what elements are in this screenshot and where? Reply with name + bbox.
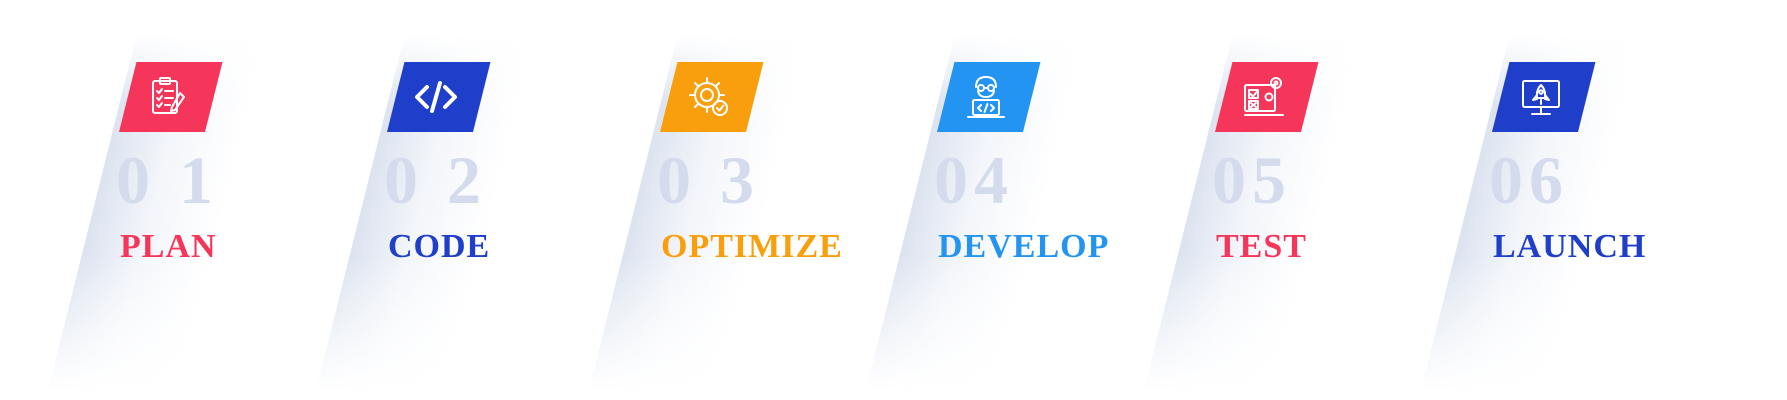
step-title: TEST <box>1216 228 1307 265</box>
rocket-monitor-icon <box>1517 73 1565 121</box>
step-number: 0 3 <box>657 142 760 218</box>
gear-optimize-icon <box>685 73 733 121</box>
step-number: 06 <box>1489 142 1569 218</box>
step-code: 0 2 CODE <box>268 0 535 400</box>
step-title: OPTIMIZE <box>661 228 843 265</box>
step-number: 05 <box>1212 142 1292 218</box>
code-brackets-icon <box>412 73 460 121</box>
step-number: 04 <box>934 142 1014 218</box>
step-title: CODE <box>388 228 491 265</box>
testing-board-icon <box>1240 73 1288 121</box>
clipboard-checklist-icon <box>144 73 192 121</box>
step-title: LAUNCH <box>1493 228 1647 265</box>
developer-laptop-icon <box>962 73 1010 121</box>
step-test: 05 TEST <box>1096 0 1363 400</box>
step-title: PLAN <box>120 228 217 265</box>
step-develop: 04 DEVELOP <box>818 0 1108 400</box>
step-title: DEVELOP <box>938 228 1110 265</box>
step-launch: 06 LAUNCH <box>1373 0 1645 400</box>
step-number: 0 2 <box>384 142 487 218</box>
step-plan: 0 1 PLAN <box>0 0 267 400</box>
step-number: 0 1 <box>116 142 219 218</box>
step-optimize: 0 3 OPTIMIZE <box>541 0 842 400</box>
